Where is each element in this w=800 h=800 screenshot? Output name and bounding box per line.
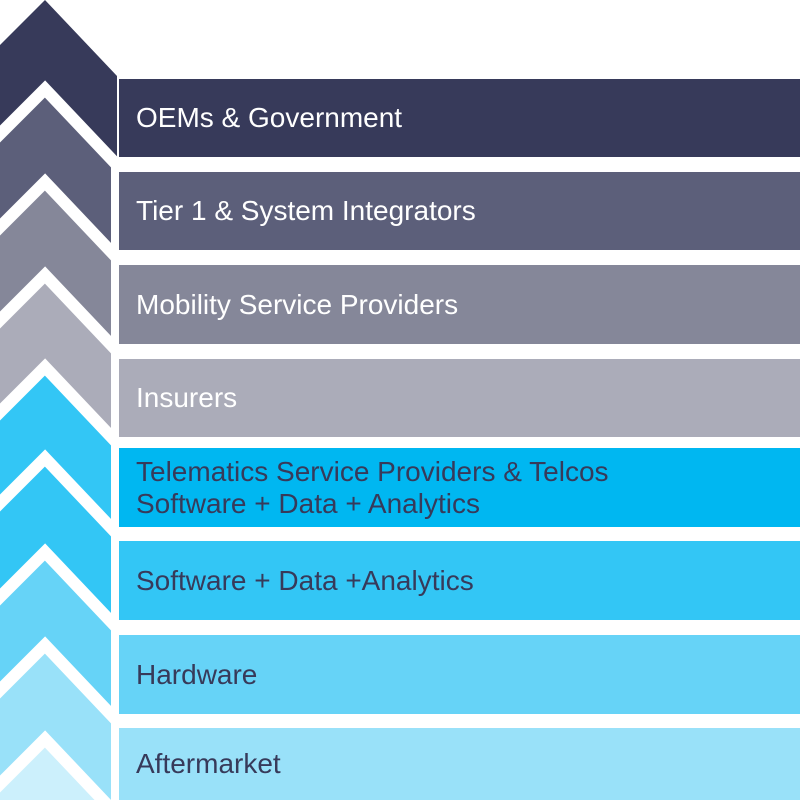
tier-label: Mobility Service Providers <box>136 288 459 320</box>
tier-bar-oems: OEMs & Government <box>119 79 800 157</box>
tier-bar-insurers: Insurers <box>119 359 800 437</box>
tier-label: Telematics Service Providers & Telcos <box>136 455 609 487</box>
tier-label: Aftermarket <box>136 748 281 779</box>
tier-label: Software + Data +Analytics <box>136 564 474 596</box>
divider <box>117 0 119 800</box>
tier-bar-mobility: Mobility Service Providers <box>119 265 800 344</box>
tier-label: OEMs & Government <box>136 102 403 133</box>
tier-bar-aftermarket: Aftermarket <box>119 728 800 800</box>
tier-sublabel: Software + Data + Analytics <box>136 487 480 519</box>
tier-bar-hardware: Hardware <box>119 635 800 714</box>
tier-bar-software: Software + Data +Analytics <box>119 541 800 620</box>
tier-bar-tier1: Tier 1 & System Integrators <box>119 172 800 250</box>
tier-label: Hardware <box>136 658 258 690</box>
chevron-9 <box>0 730 112 800</box>
tier-label: Tier 1 & System Integrators <box>136 195 476 226</box>
tier-label: Insurers <box>136 382 238 413</box>
